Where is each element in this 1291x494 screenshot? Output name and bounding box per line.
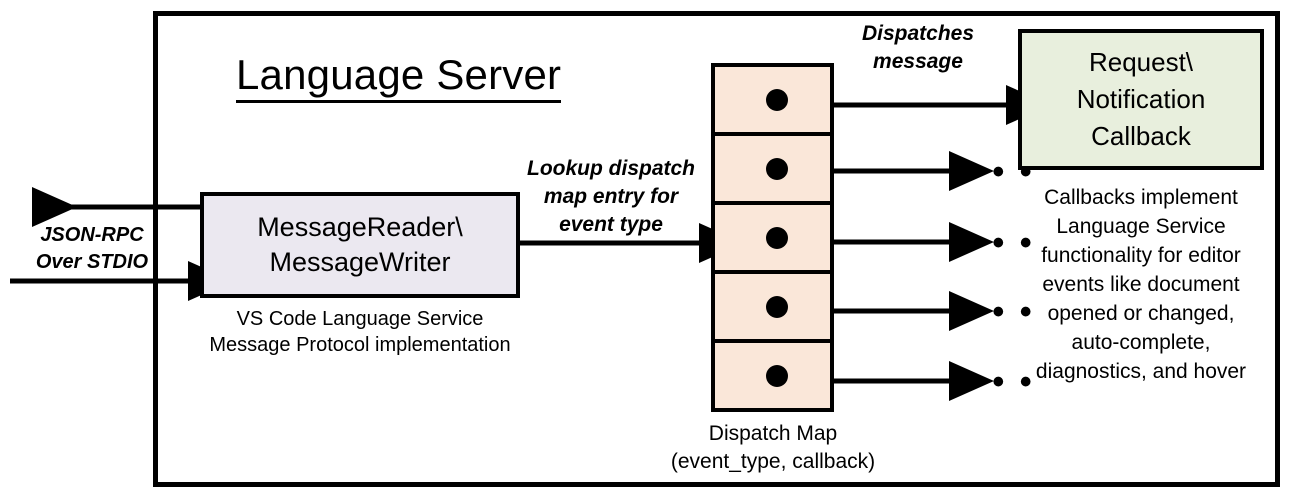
dispatch-map-entry-4[interactable] xyxy=(715,274,830,343)
callback-dot-icon xyxy=(766,88,788,111)
callback-line2: Notification xyxy=(1076,84,1206,114)
page-title-text: Language Server xyxy=(236,51,562,103)
dispatch-map-entry-3[interactable] xyxy=(715,205,830,274)
dispatch-map-table[interactable] xyxy=(711,63,834,412)
jsonrpc-transport-label: JSON-RPC Over STDIO xyxy=(22,222,162,276)
lookup-line3: event type xyxy=(559,213,663,236)
lookup-line1: Lookup dispatch xyxy=(527,157,695,180)
dispatch-map-entry-1[interactable] xyxy=(715,67,830,136)
page-title: Language Server xyxy=(236,49,576,103)
callback-line3: Callback xyxy=(1091,121,1191,151)
message-reader-writer-caption: VS Code Language Service Message Protoco… xyxy=(186,306,534,358)
callback-dot-icon xyxy=(766,226,788,249)
caption-line1: VS Code Language Service xyxy=(236,308,484,330)
dispatch-map-entry-5[interactable] xyxy=(715,343,830,408)
callback-caption-line7: diagnostics, and hover xyxy=(1035,360,1247,383)
callback-caption-line1: Callbacks implement xyxy=(1044,186,1238,209)
callback-caption-line6: auto-complete, xyxy=(1071,331,1211,354)
callback-dot-icon xyxy=(766,157,788,180)
message-reader-writer-box[interactable]: MessageReader\ MessageWriter xyxy=(200,192,520,298)
callback-caption-line2: Language Service xyxy=(1056,215,1226,238)
callback-description: Callbacks implement Language Service fun… xyxy=(1010,183,1272,386)
callback-caption-line4: events like document xyxy=(1042,273,1240,296)
jsonrpc-label-line2: Over STDIO xyxy=(35,251,149,273)
dispatches-message-label: Dispatches message xyxy=(838,20,998,76)
language-server-boundary xyxy=(153,11,1280,487)
callback-caption-line3: functionality for editor xyxy=(1041,244,1241,267)
callback-line1: Request\ xyxy=(1088,47,1194,77)
message-writer-label: MessageWriter xyxy=(269,247,451,277)
dispatch-msg-line1: Dispatches xyxy=(861,22,975,45)
request-notification-callback-box[interactable]: Request\ Notification Callback xyxy=(1018,29,1264,170)
dispatch-msg-line2: message xyxy=(873,50,963,73)
dispatch-map-caption-line1: Dispatch Map xyxy=(708,422,838,445)
caption-line2: Message Protocol implementation xyxy=(209,334,511,356)
jsonrpc-label-line1: JSON-RPC xyxy=(40,224,144,246)
dispatch-map-caption-line2: (event_type, callback) xyxy=(670,450,876,473)
lookup-dispatch-label: Lookup dispatch map entry for event type xyxy=(516,155,706,239)
dispatch-map-entry-2[interactable] xyxy=(715,136,830,205)
message-reader-label: MessageReader\ xyxy=(257,212,463,242)
lookup-line2: map entry for xyxy=(543,185,679,208)
callback-dot-icon xyxy=(766,364,788,387)
dispatch-map-caption: Dispatch Map (event_type, callback) xyxy=(640,420,906,476)
callback-caption-line5: opened or changed, xyxy=(1047,302,1235,325)
callback-dot-icon xyxy=(766,295,788,318)
